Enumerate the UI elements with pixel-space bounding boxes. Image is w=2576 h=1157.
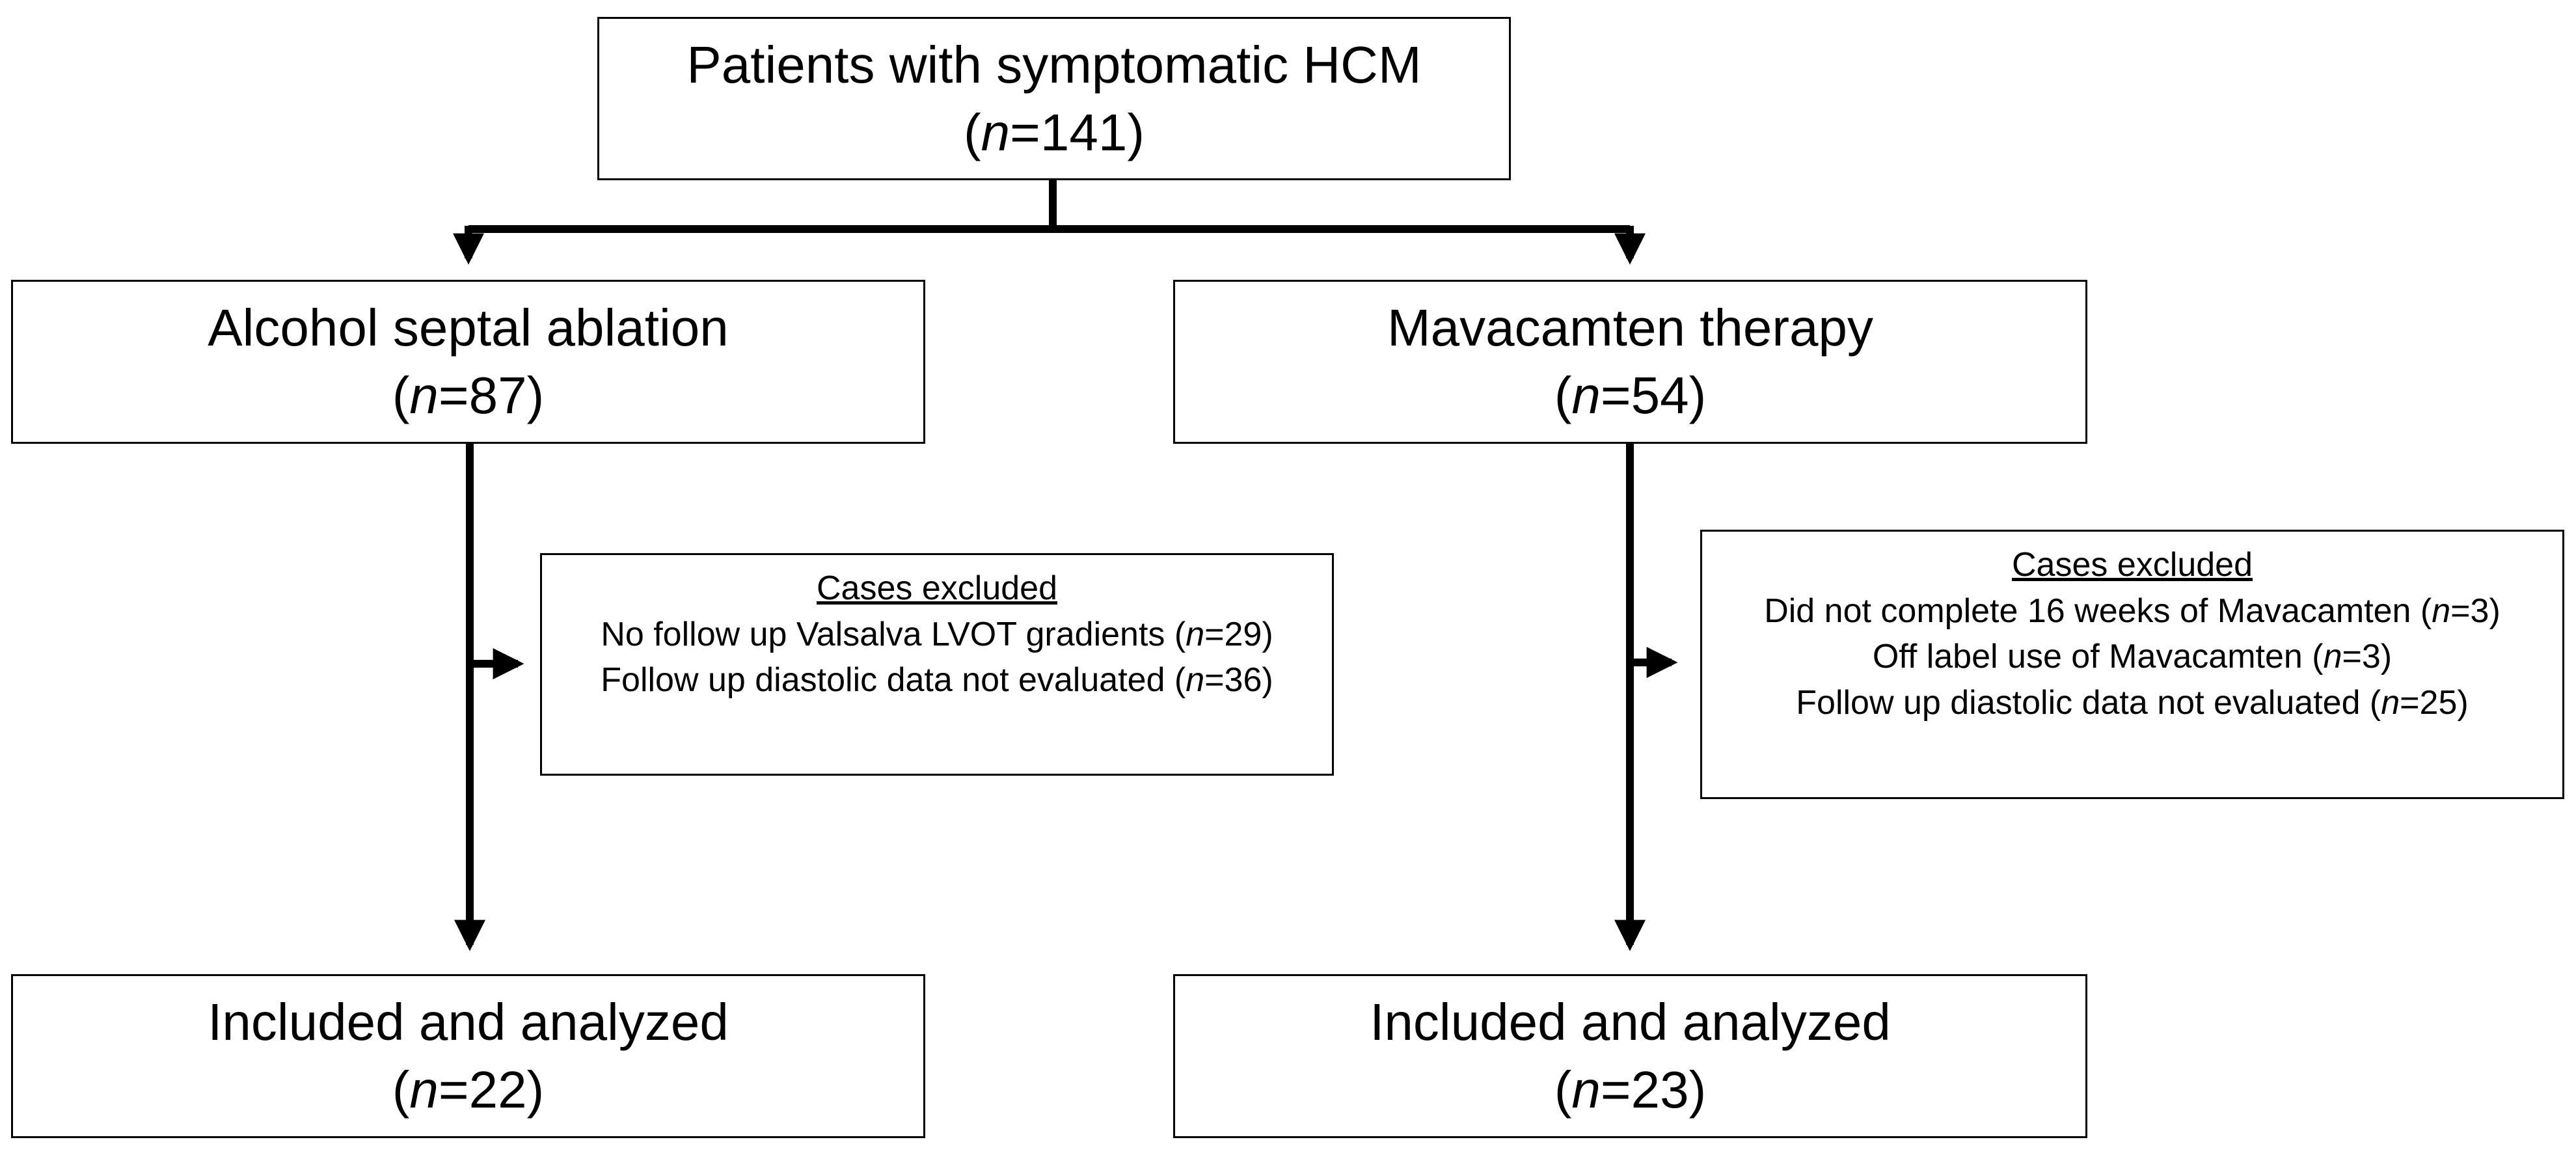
right-excluded-item: Off label use of Mavacamten (n=3): [1872, 638, 2393, 676]
mavacamten-therapy-box: Mavacamten therapy (n=54): [1173, 280, 2087, 444]
left-excluded-item: No follow up Valsalva LVOT gradients (n=…: [601, 615, 1273, 653]
patients-count: (n=141): [964, 103, 1145, 161]
alcohol-septal-ablation-title: Alcohol septal ablation: [208, 299, 729, 357]
patients-box: Patients with symptomatic HCM (n=141): [597, 17, 1511, 180]
mavacamten-therapy-title: Mavacamten therapy: [1387, 299, 1874, 357]
alcohol-septal-ablation-box: Alcohol septal ablation (n=87): [11, 280, 925, 444]
left-excluded-item: Follow up diastolic data not evaluated (…: [601, 661, 1273, 700]
mavacamten-therapy-count: (n=54): [1554, 366, 1707, 424]
left-excluded-title: Cases excluded: [817, 569, 1057, 607]
left-included-box: Included and analyzed (n=22): [11, 974, 925, 1138]
right-included-count: (n=23): [1554, 1061, 1707, 1119]
right-excluded-title: Cases excluded: [2012, 546, 2253, 584]
right-excluded-item: Follow up diastolic data not evaluated (…: [1796, 684, 2469, 722]
left-excluded-box: Cases excluded No follow up Valsalva LVO…: [540, 553, 1334, 776]
right-included-title: Included and analyzed: [1370, 993, 1891, 1051]
right-included-box: Included and analyzed (n=23): [1173, 974, 2087, 1138]
patients-title: Patients with symptomatic HCM: [686, 35, 1422, 94]
alcohol-septal-ablation-count: (n=87): [392, 366, 545, 424]
right-excluded-item: Did not complete 16 weeks of Mavacamten …: [1764, 592, 2501, 630]
left-included-title: Included and analyzed: [208, 993, 729, 1051]
right-excluded-box: Cases excluded Did not complete 16 weeks…: [1700, 530, 2564, 799]
left-included-count: (n=22): [392, 1061, 545, 1119]
